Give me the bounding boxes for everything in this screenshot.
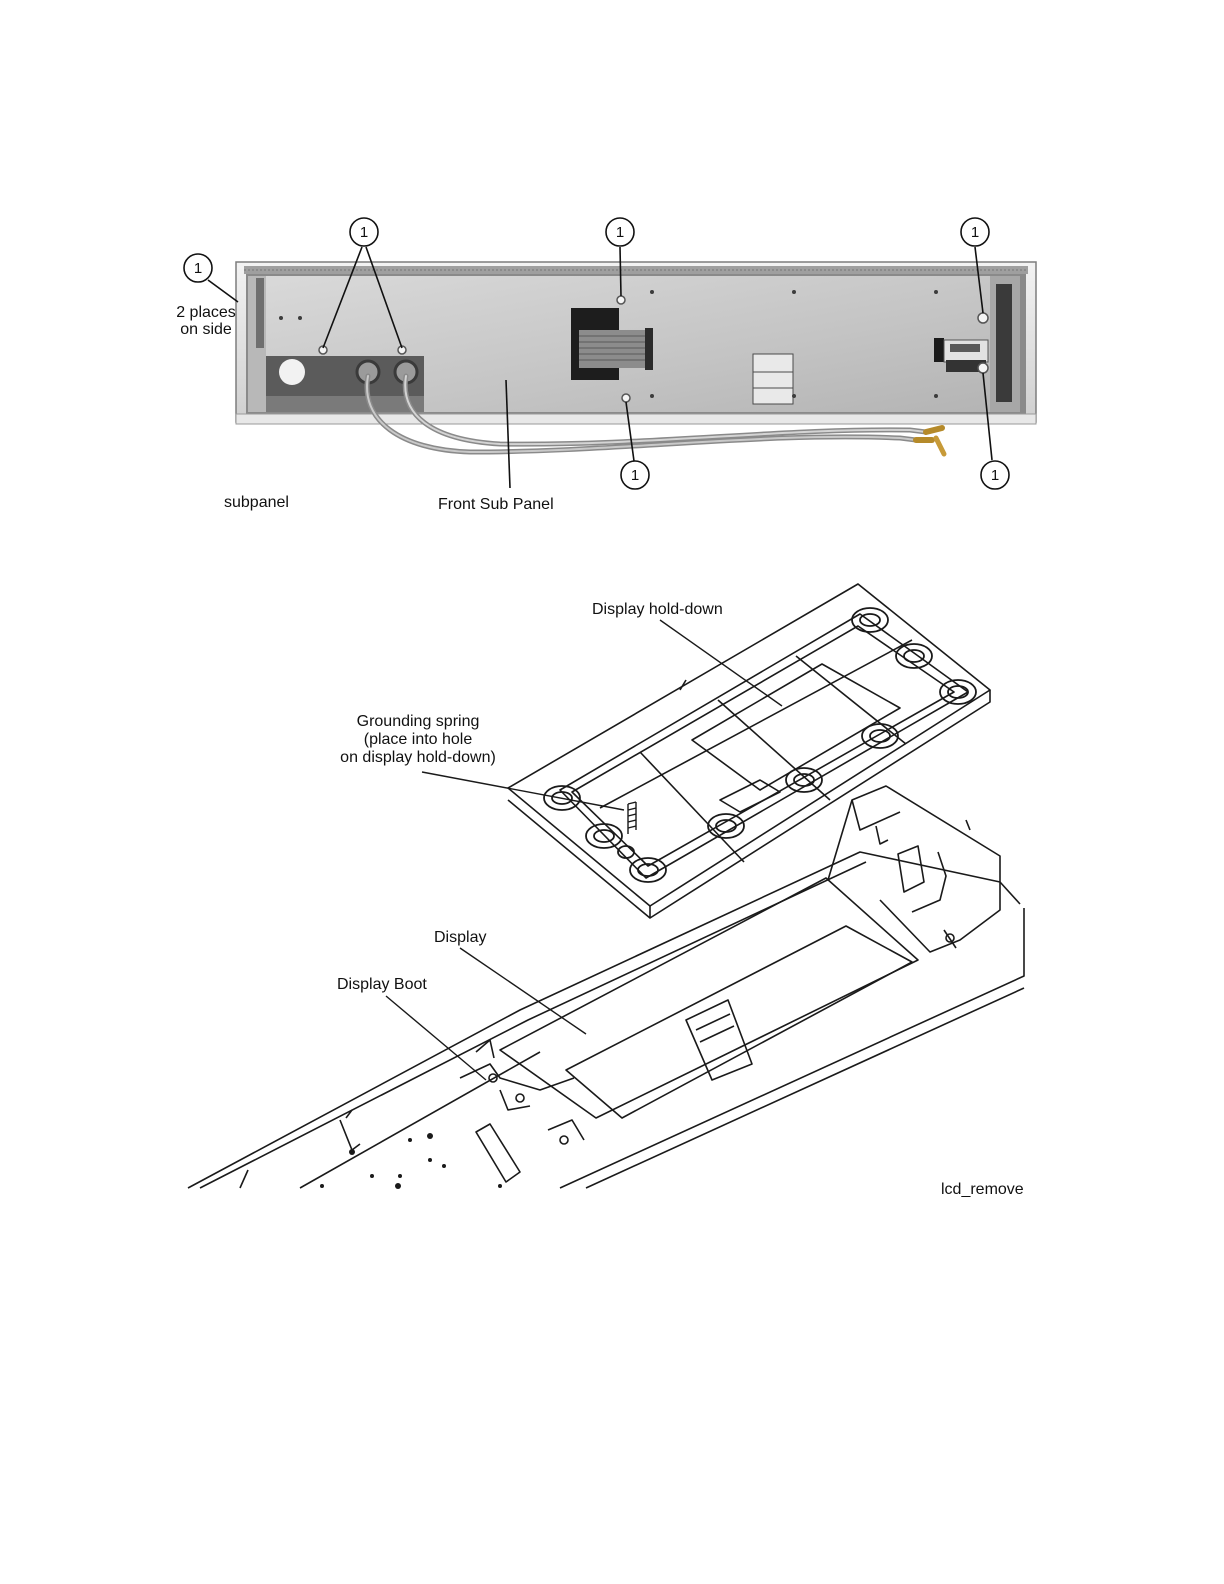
- display-holddown-label: Display hold-down: [592, 601, 723, 618]
- connector-cutout: [266, 356, 424, 412]
- callout-number: 1: [188, 260, 208, 277]
- display-boot: [460, 1040, 584, 1182]
- flex-cable: [753, 354, 793, 404]
- grounding-spring-label-line2: (place into hole: [316, 731, 520, 748]
- display-boot-label: Display Boot: [337, 976, 427, 993]
- callout-number: 1: [625, 467, 645, 484]
- connector-bracket: [828, 786, 1000, 952]
- callout-number: 1: [354, 224, 374, 241]
- grounding-spring-label-line1: Grounding spring: [316, 713, 520, 730]
- display-holddown-plate: [508, 584, 990, 918]
- display-tray: [500, 878, 918, 1118]
- grounding-spring-label-line3: on display hold-down): [316, 749, 520, 766]
- figure1-caption-left: subpanel: [224, 494, 289, 511]
- front-sub-panel-label: Front Sub Panel: [438, 496, 554, 513]
- callout-number: 1: [985, 467, 1005, 484]
- grounding-spring: [628, 802, 636, 834]
- callout-number: 1: [610, 224, 630, 241]
- chassis-outline: [188, 852, 1024, 1188]
- front-subpanel-figure: [0, 0, 1224, 560]
- chassis-detail-marks: [320, 1133, 502, 1189]
- side-note-line1: 2 places: [165, 304, 247, 321]
- figure-id-label: lcd_remove: [941, 1181, 1024, 1198]
- holddown-bosses: [544, 608, 976, 882]
- callout-number: 1: [965, 224, 985, 241]
- side-note-line2: on side: [165, 321, 247, 338]
- figure2-leaders: [386, 620, 782, 1080]
- display-label: Display: [434, 929, 486, 946]
